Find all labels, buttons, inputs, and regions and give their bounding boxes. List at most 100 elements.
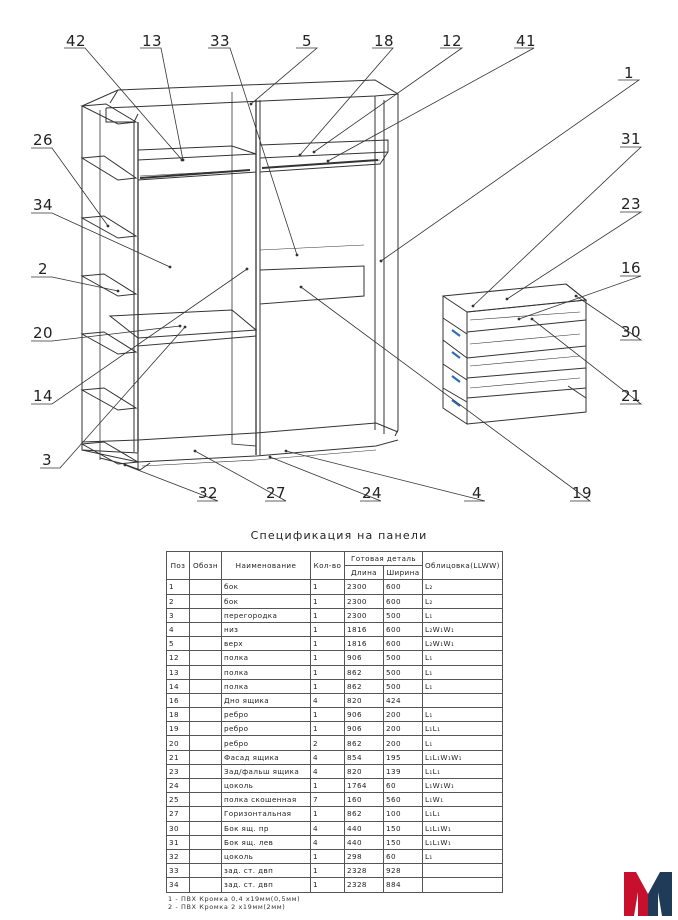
cell-code [189, 877, 222, 893]
callout-label: 23 [621, 195, 641, 213]
cell-length: 1764 [344, 777, 384, 794]
cell-width: 60 [383, 848, 423, 865]
cell-qty: 1 [310, 678, 345, 694]
cell-qty: 1 [310, 607, 345, 623]
cell-edging [422, 692, 503, 709]
header-edging: Облицовка(LLWW) [422, 550, 503, 581]
callout-label: 30 [621, 323, 641, 341]
cell-width: 600 [383, 593, 423, 609]
cell-name: полка [221, 650, 311, 666]
cell-code [189, 707, 222, 723]
cell-length: 820 [344, 692, 384, 709]
cell-length: 440 [344, 834, 384, 850]
cell-pos: 24 [166, 777, 190, 794]
cell-code [189, 820, 222, 836]
spec-table: Поз Обозн Наименование Кол-во Готовая де… [166, 550, 503, 893]
cell-length: 2328 [344, 863, 384, 879]
cell-width: 139 [383, 763, 423, 780]
callout-label: 34 [33, 196, 53, 214]
cell-edging: L₂W₁W₁ [422, 621, 503, 638]
cell-length: 2300 [344, 579, 384, 595]
cell-name: Фасад ящика [221, 749, 311, 765]
cell-width: 195 [383, 749, 423, 765]
cell-edging: L₁L₁ [422, 806, 503, 822]
cell-qty: 1 [310, 806, 345, 822]
cell-name: зад. ст. двп [221, 863, 311, 879]
cell-name: цоколь [221, 848, 311, 865]
cell-length: 1816 [344, 621, 384, 638]
callout-label: 18 [374, 32, 394, 50]
header-width: Ширина [383, 565, 423, 581]
cell-edging: L₁W₁ [422, 792, 503, 808]
cell-length: 160 [344, 792, 384, 808]
callout-label: 5 [302, 32, 312, 50]
cell-qty: 4 [310, 749, 345, 765]
cell-length: 854 [344, 749, 384, 765]
cell-pos: 23 [166, 763, 190, 780]
callout-label: 13 [142, 32, 162, 50]
cell-width: 500 [383, 607, 423, 623]
cell-code [189, 749, 222, 765]
cell-edging [422, 863, 503, 879]
cell-qty: 1 [310, 863, 345, 879]
callout-label: 21 [621, 387, 641, 405]
callout-labels: 42 13 33 5 18 12 41 1 26 34 31 23 2 16 2… [33, 32, 641, 502]
cell-code [189, 848, 222, 865]
cell-code [189, 721, 222, 737]
callout-label: 32 [198, 484, 218, 502]
cell-code [189, 777, 222, 794]
cell-name: ребро [221, 735, 311, 751]
cell-name: низ [221, 621, 311, 638]
cell-code [189, 607, 222, 623]
callout-label: 4 [472, 484, 482, 502]
cell-name: Горизонтальная [221, 806, 311, 822]
cell-pos: 16 [166, 692, 190, 709]
cell-code [189, 593, 222, 609]
cell-pos: 27 [166, 806, 190, 822]
drawer-unit [442, 283, 588, 425]
cell-name: ребро [221, 707, 311, 723]
cell-name: ребро [221, 721, 311, 737]
cell-length: 440 [344, 820, 384, 836]
cell-width: 600 [383, 621, 423, 638]
header-name: Наименование [221, 550, 311, 581]
cell-edging [422, 877, 503, 893]
cell-code [189, 834, 222, 850]
angled-side-shelves [80, 103, 140, 465]
cell-code [189, 579, 222, 595]
cell-name: верх [221, 636, 311, 652]
cell-name: полка скошенная [221, 792, 311, 808]
cell-qty: 4 [310, 763, 345, 780]
cell-pos: 20 [166, 735, 190, 751]
cell-qty: 1 [310, 650, 345, 666]
cell-name: зад. ст. двп [221, 877, 311, 893]
cell-name: Дно ящика [221, 692, 311, 709]
cell-length: 2300 [344, 593, 384, 609]
cell-pos: 14 [166, 678, 190, 694]
cell-length: 862 [344, 678, 384, 694]
callout-label: 3 [42, 451, 52, 469]
callout-label: 31 [621, 130, 641, 148]
cell-code [189, 806, 222, 822]
cell-edging: L₂ [422, 593, 503, 609]
cell-edging: L₁L₁ [422, 721, 503, 737]
cell-edging: L₁ [422, 735, 503, 751]
callout-label: 26 [33, 131, 53, 149]
cell-name: Бок ящ. лев [221, 834, 311, 850]
cell-length: 862 [344, 735, 384, 751]
cell-qty: 7 [310, 792, 345, 808]
cell-length: 906 [344, 707, 384, 723]
